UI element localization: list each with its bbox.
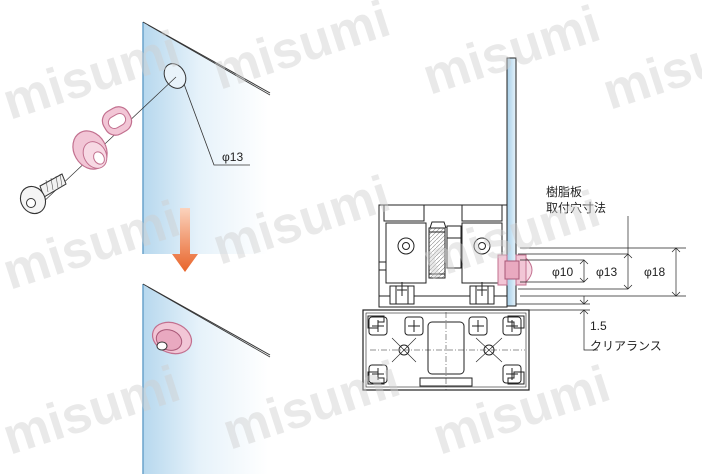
watermark-text: misumi — [596, 10, 702, 121]
hex-socket-bolt — [19, 173, 67, 215]
watermark-text: misumi — [206, 0, 397, 101]
dimension-lines — [516, 216, 686, 351]
aluminum-extrusion — [362, 309, 530, 391]
slotted-nut — [101, 106, 133, 136]
clearance-value: 1.5 — [590, 319, 607, 333]
bracket — [378, 204, 508, 308]
dim-phi13: φ13 — [596, 265, 617, 279]
dim-phi18: φ18 — [644, 265, 665, 279]
lower-panel-assembly — [142, 283, 271, 474]
section-drawing — [362, 57, 686, 391]
mount-hole-caption-line2: 取付穴寸法 — [546, 200, 606, 215]
flanged-washer — [72, 130, 108, 170]
installed-washer — [151, 321, 193, 355]
mount-hole-caption-line1: 樹脂板 — [546, 184, 582, 199]
section-washer-bolt — [497, 254, 533, 286]
panel-hole — [163, 63, 187, 89]
assembly-arrow — [172, 208, 198, 272]
clearance-label: クリアランス — [590, 339, 662, 353]
hole-diameter-label: φ13 — [222, 150, 243, 164]
panel-section — [506, 57, 517, 307]
upper-panel-assembly: φ13 — [19, 21, 271, 254]
dim-phi10: φ10 — [552, 265, 573, 279]
